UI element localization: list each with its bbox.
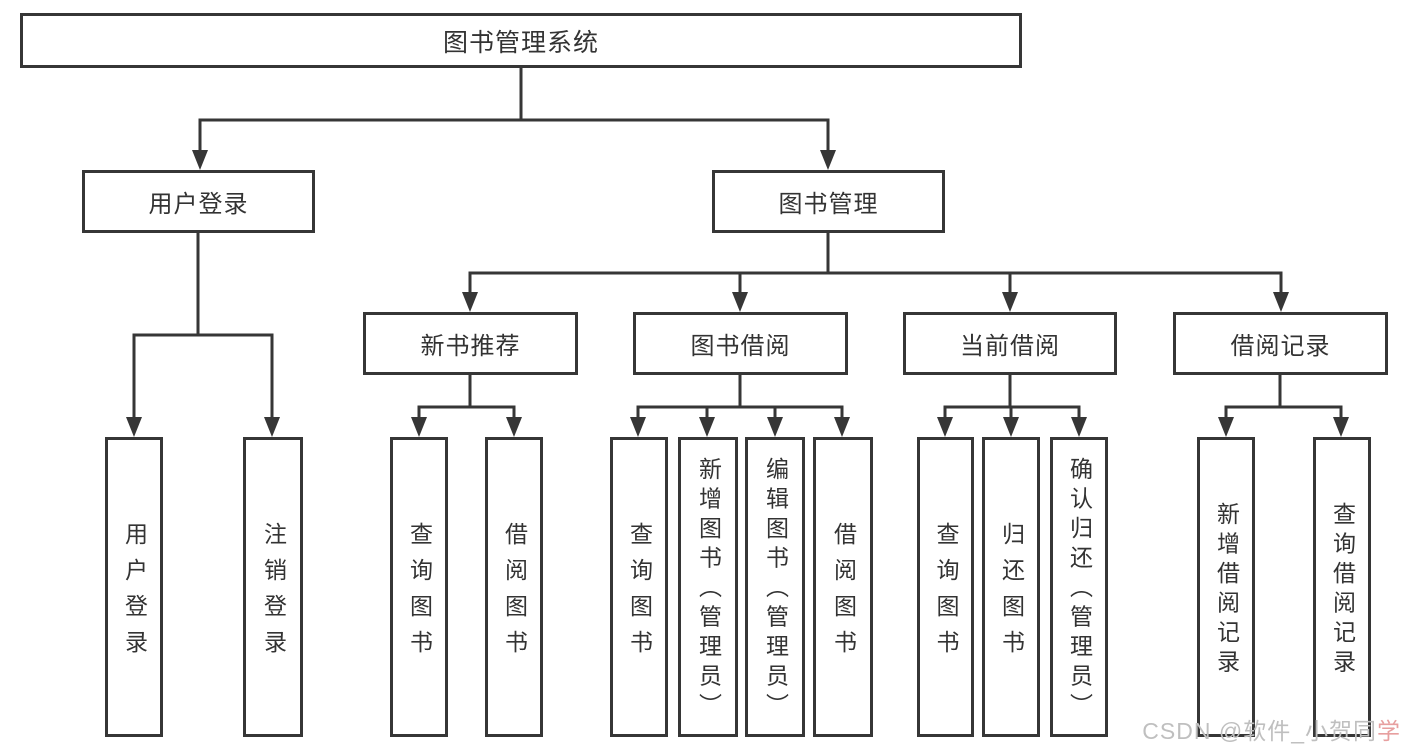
leaf-label: 新增借阅记录 [1213,501,1240,679]
leaf-borrow-book-1: 借阅图书 [485,437,543,737]
leaf-user-login: 用户登录 [105,437,163,737]
csdn-watermark: CSDN @软件_小贺同学 [1142,712,1401,746]
leaf-confirm-return-admin: 确认归还（管理员） [1050,437,1108,737]
leaf-return-book: 归还图书 [982,437,1040,737]
node-label: 图书管理系统 [442,28,599,57]
leaf-label: 确认归还（管理员） [1066,457,1093,723]
leaf-query-book-1: 查询图书 [390,437,448,737]
leaf-label: 查询图书 [626,522,653,666]
leaf-add-book-admin: 新增图书（管理员） [678,437,738,737]
node-book-management: 图书管理 [712,170,945,233]
node-label: 图书管理 [778,191,879,218]
node-new-book-recommend: 新书推荐 [363,312,578,375]
node-label: 图书借阅 [690,333,791,360]
node-label: 新书推荐 [420,333,521,360]
node-current-borrow: 当前借阅 [903,312,1117,375]
node-user-login: 用户登录 [82,170,315,233]
leaf-label: 查询借阅记录 [1329,501,1356,679]
leaf-edit-book-admin: 编辑图书（管理员） [745,437,805,737]
leaf-query-book-2: 查询图书 [610,437,668,737]
leaf-label: 用户登录 [121,522,148,666]
leaf-label: 借阅图书 [501,522,528,666]
node-label: 用户登录 [148,191,249,218]
node-label: 当前借阅 [960,333,1060,360]
leaf-label: 借阅图书 [830,522,857,666]
leaf-label: 查询图书 [933,522,959,666]
leaf-label: 查询图书 [406,522,433,666]
arrowheads [126,150,1349,437]
node-library-management-system: 图书管理系统 [20,13,1022,68]
leaf-add-borrow-record: 新增借阅记录 [1197,437,1255,737]
leaf-query-book-3: 查询图书 [917,437,974,737]
leaf-label: 归还图书 [998,522,1025,666]
node-borrow-record: 借阅记录 [1173,312,1388,375]
watermark-text: CSDN @软件_小贺同 [1142,718,1377,744]
leaf-logout: 注销登录 [243,437,303,737]
leaf-borrow-book-2: 借阅图书 [813,437,873,737]
leaf-label: 注销登录 [260,522,287,666]
leaf-label: 新增图书（管理员） [695,457,722,723]
leaf-query-borrow-record: 查询借阅记录 [1313,437,1371,737]
leaf-label: 编辑图书（管理员） [762,457,789,723]
node-book-borrow: 图书借阅 [633,312,848,375]
node-label: 借阅记录 [1230,333,1331,360]
watermark-accent: 学 [1377,718,1401,744]
